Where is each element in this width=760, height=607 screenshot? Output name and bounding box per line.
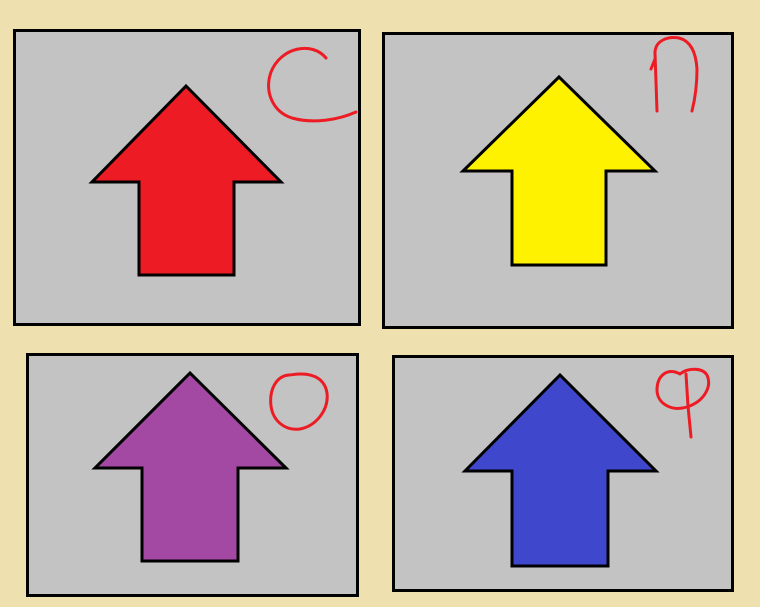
- red-curve-mark-icon: [267, 47, 358, 123]
- blue-up-arrow-icon: [461, 372, 660, 568]
- red-circle-mark-icon: [269, 372, 329, 431]
- panel-blue-arrow: [392, 355, 734, 592]
- panel-red-art: [88, 47, 358, 277]
- red-arch-mark-icon: [649, 36, 699, 113]
- red-circle-stem-mark-icon: [655, 367, 711, 439]
- yellow-up-arrow-icon: [459, 74, 659, 267]
- panel-purple-art: [91, 370, 329, 563]
- panel-purple-arrow: [26, 353, 359, 597]
- panel-yellow-art: [459, 36, 699, 267]
- panel-red-arrow: [13, 29, 361, 326]
- red-up-arrow-icon: [88, 83, 285, 277]
- panel-yellow-arrow: [382, 32, 734, 329]
- panel-blue-art: [461, 367, 711, 568]
- purple-up-arrow-icon: [91, 370, 290, 563]
